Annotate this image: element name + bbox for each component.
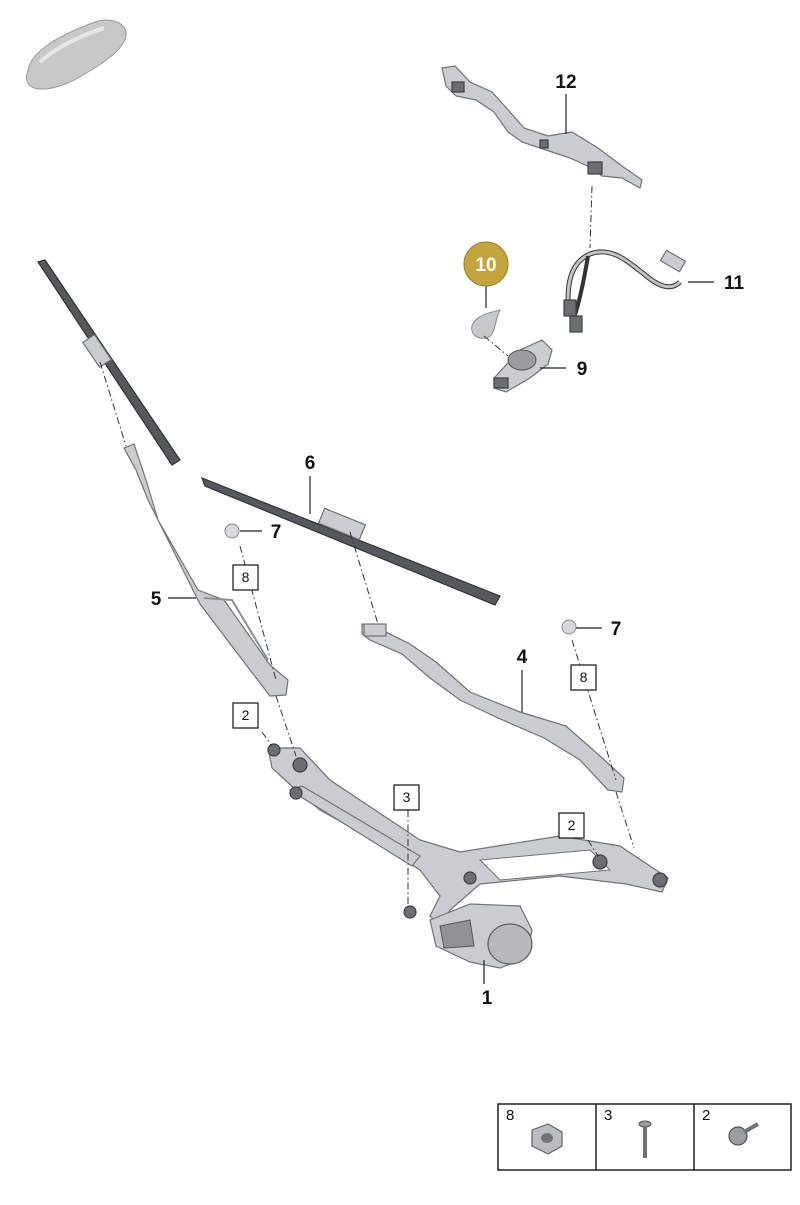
- cap-part-7-right: [561, 619, 577, 635]
- gel-pad-part-10: [471, 309, 501, 339]
- svg-text:3: 3: [403, 789, 411, 805]
- svg-text:8: 8: [242, 569, 250, 585]
- nut-icon: [531, 1123, 563, 1155]
- wiper-blade-part-6: [200, 476, 501, 606]
- callout-4: 4: [517, 647, 528, 668]
- callout-5: 5: [151, 589, 162, 610]
- callout-10-badge: 10: [463, 241, 509, 287]
- legend-label-3: 3: [604, 1107, 612, 1124]
- bolt-icon: [638, 1120, 652, 1158]
- boxed-callout-2-left: 2: [232, 702, 259, 729]
- boxed-callout-8-right: 8: [570, 664, 597, 691]
- callout-9: 9: [577, 359, 588, 380]
- cap-part-7-left: [224, 523, 240, 539]
- callout-12: 12: [555, 72, 576, 93]
- fastener-legend: 8 3 2: [497, 1103, 792, 1171]
- callout-7-right: 7: [611, 619, 622, 640]
- wiper-motor: [429, 903, 533, 969]
- wiper-arm-part-4: [361, 623, 625, 793]
- wiper-blade-driver: [37, 259, 181, 466]
- svg-text:2: 2: [568, 817, 576, 833]
- svg-text:2: 2: [242, 707, 250, 723]
- boxed-callout-2-right: 2: [558, 812, 585, 839]
- wiper-linkage-part-1: [267, 743, 669, 969]
- car-thumbnail-icon: [25, 19, 127, 90]
- wiring-harness-part-11: [563, 249, 687, 333]
- bracket-part-12: [441, 65, 643, 189]
- callout-1: 1: [482, 988, 493, 1009]
- svg-text:8: 8: [580, 669, 588, 685]
- legend-label-2: 2: [702, 1107, 710, 1124]
- callout-6: 6: [305, 453, 316, 474]
- rain-sensor-part-9: [493, 339, 553, 393]
- boxed-callout-8-left: 8: [232, 564, 259, 591]
- wiper-arm-part-5: [123, 443, 289, 697]
- assembly-lines: [99, 185, 635, 906]
- callout-11: 11: [724, 273, 745, 294]
- leader-lines: [168, 94, 714, 984]
- screw-icon: [728, 1122, 759, 1146]
- callout-10: 10: [475, 255, 496, 276]
- callout-7-left: 7: [271, 522, 282, 543]
- boxed-callout-3: 3: [393, 784, 420, 811]
- legend-label-8: 8: [506, 1107, 514, 1124]
